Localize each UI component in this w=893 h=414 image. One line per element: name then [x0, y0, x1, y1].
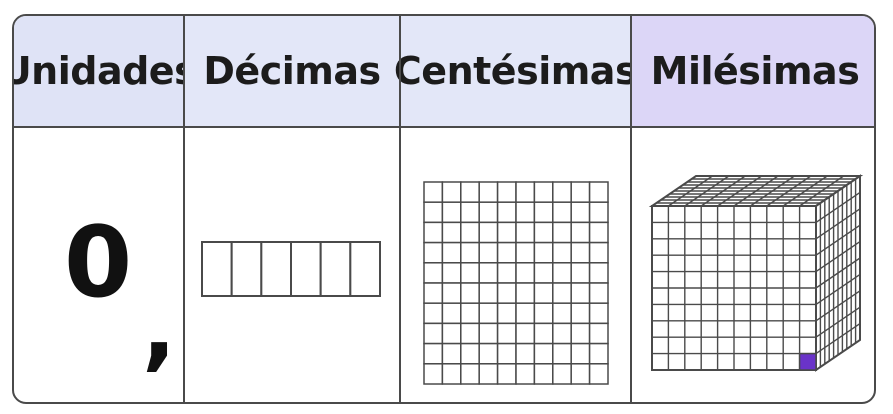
cube-grid-line	[782, 175, 828, 207]
decimal-comma: ,	[142, 276, 177, 381]
column-divider	[399, 16, 401, 402]
hundredth-cell	[588, 363, 609, 385]
cube-grid-line	[815, 323, 861, 355]
place-value-table: Unidades Décimas Centésimas Milésimas 0 …	[12, 14, 876, 404]
tenth-cell	[349, 241, 382, 297]
header-decimas: Décimas	[185, 16, 399, 126]
highlighted-cube	[798, 352, 817, 371]
thousandths-cube	[648, 174, 864, 372]
cube-grid-line	[799, 175, 844, 207]
header-milesimas: Milésimas	[632, 16, 874, 126]
column-divider	[183, 16, 185, 402]
cube-grid-line	[815, 306, 861, 338]
cube-grid-line	[815, 290, 861, 322]
hundredths-grid	[423, 181, 609, 385]
tenths-strip	[201, 241, 382, 297]
column-divider	[630, 16, 632, 402]
cube-grid-line	[815, 273, 861, 305]
header-divider	[14, 126, 874, 128]
cube-grid-line	[766, 175, 812, 207]
header-unidades: Unidades	[14, 16, 197, 126]
header-centesimas: Centésimas	[394, 16, 638, 126]
tenth-cell	[290, 241, 322, 297]
units-digit: 0	[64, 206, 133, 320]
cube-grid-line	[750, 175, 795, 207]
